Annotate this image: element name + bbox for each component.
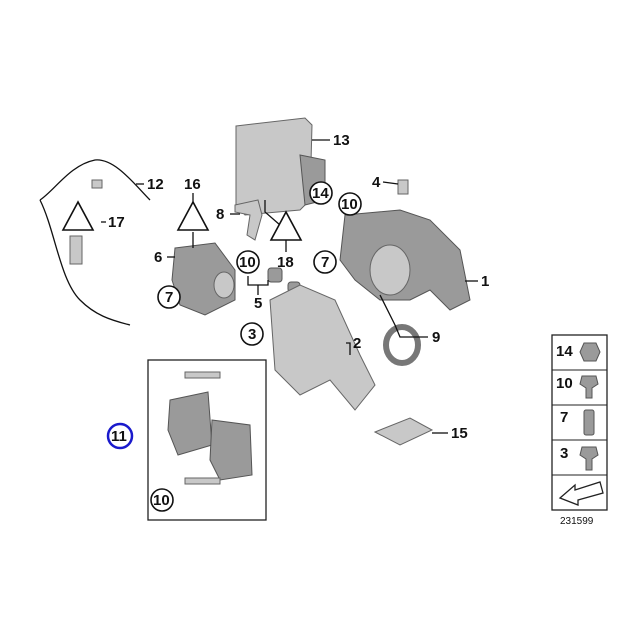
warning-triangle-16 <box>176 200 210 231</box>
label-14: 14 <box>312 185 329 202</box>
legend-label-7: 7 <box>560 409 568 426</box>
label-12: 12 <box>147 176 164 193</box>
control-unit <box>235 117 313 216</box>
bleed-valve-4 <box>397 179 409 195</box>
bolt-10-icon <box>579 375 599 399</box>
warning-triangle-17 <box>61 200 95 231</box>
bolt-3-icon <box>579 446 599 471</box>
label-3: 3 <box>248 326 256 343</box>
brake-pad-inner <box>167 391 213 456</box>
label-4: 4 <box>372 174 381 191</box>
callout-circle-10c <box>150 488 174 512</box>
label-10c: 10 <box>153 492 170 509</box>
label-16: 16 <box>184 176 201 193</box>
callout-circle-11-highlighted[interactable] <box>106 422 134 450</box>
motor-cap <box>213 271 235 299</box>
label-7b: 7 <box>165 289 173 306</box>
arrow-icon <box>558 481 604 506</box>
label-10a: 10 <box>341 196 358 213</box>
bolt-5 <box>267 267 283 283</box>
callout-circle-7b <box>157 285 181 309</box>
label-10b: 10 <box>239 254 256 271</box>
callout-circle-10a <box>338 192 362 216</box>
callout-circle-14 <box>309 181 333 205</box>
pad-spring-bottom <box>184 477 221 485</box>
legend-label-3: 3 <box>560 445 568 462</box>
label-1: 1 <box>481 273 489 290</box>
caliper-piston <box>369 244 411 296</box>
grease-packet <box>373 417 434 446</box>
label-5: 5 <box>254 295 262 312</box>
warning-triangle-18 <box>269 210 303 241</box>
diagram-number: 231599 <box>560 516 594 527</box>
sensor-connector <box>69 235 83 265</box>
wear-sensor-cable <box>39 159 151 201</box>
label-15: 15 <box>451 425 468 442</box>
callout-circle-3 <box>240 322 264 346</box>
caliper-carrier <box>269 284 376 411</box>
fastener-legend: 14 10 7 3 <box>551 334 608 511</box>
wear-sensor-cable-lower <box>39 199 131 326</box>
label-2: 2 <box>353 335 361 352</box>
brake-pad-outer <box>209 419 253 481</box>
label-8: 8 <box>216 206 224 223</box>
legend-label-10: 10 <box>556 375 573 392</box>
pad-spring-top <box>184 371 221 379</box>
label-6: 6 <box>154 249 162 266</box>
label-7a: 7 <box>321 254 329 271</box>
label-11: 11 <box>111 428 127 445</box>
label-17: 17 <box>108 214 125 231</box>
callout-circle-7a <box>313 250 337 274</box>
label-9: 9 <box>432 329 440 346</box>
clip-8 <box>234 199 263 241</box>
nut-icon <box>579 342 601 362</box>
legend-label-14: 14 <box>556 343 573 360</box>
piston-seal <box>383 324 421 366</box>
callout-circle-10b <box>236 250 260 274</box>
label-18: 18 <box>277 254 294 271</box>
sensor-plug <box>91 179 103 189</box>
brake-pad-set-box <box>147 359 267 521</box>
label-13: 13 <box>333 132 350 149</box>
bolt-7-icon <box>583 409 595 436</box>
